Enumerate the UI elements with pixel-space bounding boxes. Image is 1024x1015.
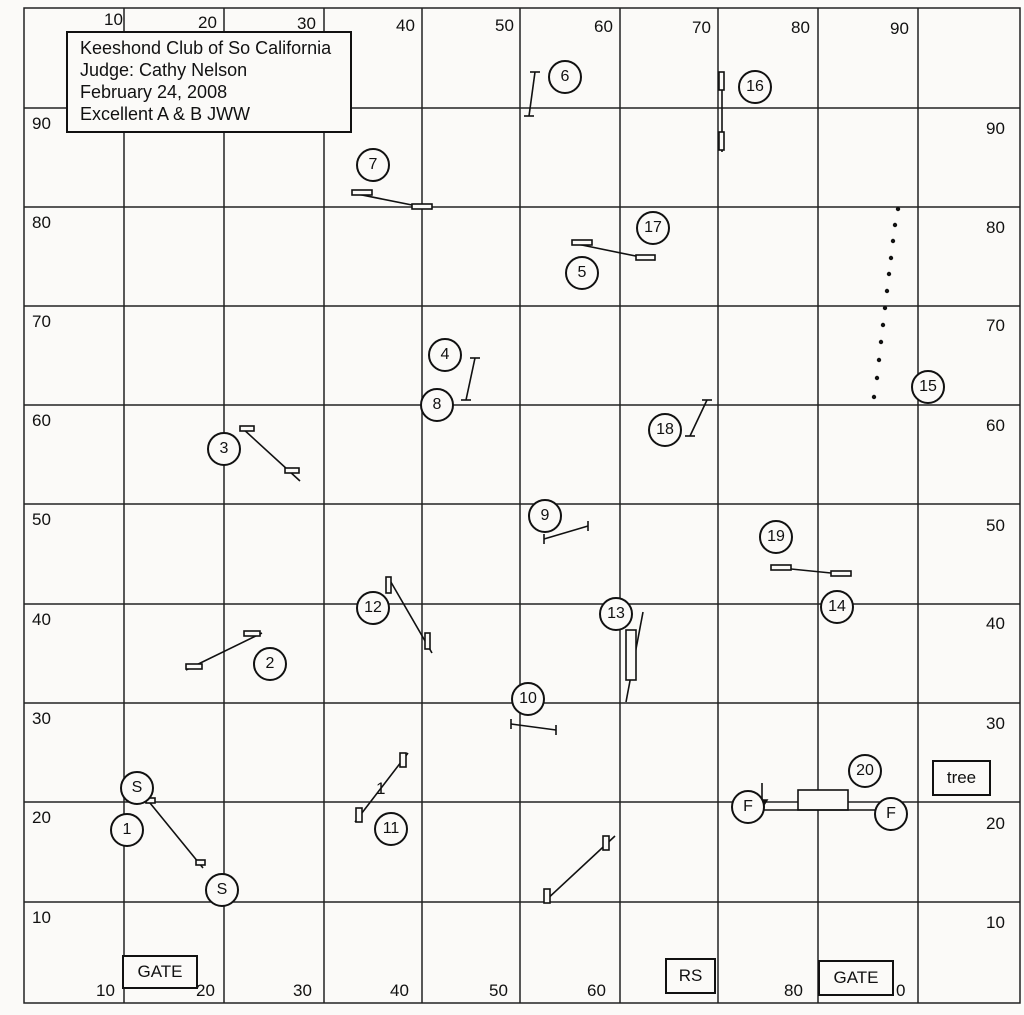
finish-marker-left: F bbox=[731, 790, 765, 824]
left-label-80: 80 bbox=[32, 213, 51, 232]
obstacle-number-20: 20 bbox=[848, 754, 882, 788]
course-info-box: Keeshond Club of So California Judge: Ca… bbox=[66, 31, 352, 133]
right-label-20: 20 bbox=[986, 814, 1005, 833]
bottom-label-30: 30 bbox=[293, 981, 312, 1000]
right-label-30: 30 bbox=[986, 714, 1005, 733]
grid-border bbox=[23, 7, 1021, 1004]
obstacle-number-11: 11 bbox=[374, 812, 408, 846]
left-label-50: 50 bbox=[32, 510, 51, 529]
bar-6 bbox=[524, 71, 540, 117]
bottom-label-80: 80 bbox=[784, 981, 803, 1000]
left-label-90: 90 bbox=[32, 114, 51, 133]
jump-12 bbox=[385, 576, 433, 654]
bottom-label-50: 50 bbox=[489, 981, 508, 1000]
tree-box: tree bbox=[932, 760, 991, 796]
top-label-10: 10 bbox=[104, 10, 123, 29]
right-label-90: 90 bbox=[986, 119, 1005, 138]
jump-5 bbox=[571, 239, 656, 261]
obstacles bbox=[145, 71, 878, 904]
bottom-label-20: 20 bbox=[196, 981, 215, 1000]
bottom-label-0: 0 bbox=[896, 981, 906, 1000]
start-marker-bottom: S bbox=[205, 873, 239, 907]
club-name: Keeshond Club of So California bbox=[80, 38, 332, 58]
top-label-50: 50 bbox=[495, 16, 514, 35]
obstacle-number-17: 17 bbox=[636, 211, 670, 245]
obstacle-number-9: 9 bbox=[528, 499, 562, 533]
top-label-70: 70 bbox=[692, 18, 711, 37]
obstacle-number-14: 14 bbox=[820, 590, 854, 624]
jump-unnumbered bbox=[543, 835, 616, 904]
bar-18 bbox=[685, 399, 712, 437]
obstacle-number-13: 13 bbox=[599, 597, 633, 631]
left-label-40: 40 bbox=[32, 610, 51, 629]
bottom-label-60: 60 bbox=[587, 981, 606, 1000]
left-label-20: 20 bbox=[32, 808, 51, 827]
top-label-90: 90 bbox=[890, 19, 909, 38]
obstacle-number-15: 15 bbox=[911, 370, 945, 404]
top-label-40: 40 bbox=[396, 16, 415, 35]
obstacle-number-8: 8 bbox=[420, 388, 454, 422]
obstacle-number-5: 5 bbox=[565, 256, 599, 290]
jump-16 bbox=[718, 71, 725, 152]
jump-2 bbox=[185, 630, 263, 671]
grid-lines bbox=[23, 7, 1021, 1004]
right-label-80: 80 bbox=[986, 218, 1005, 237]
right-label-40: 40 bbox=[986, 614, 1005, 633]
obstacle-number-4: 4 bbox=[428, 338, 462, 372]
obstacle-number-18: 18 bbox=[648, 413, 682, 447]
bottom-label-40: 40 bbox=[390, 981, 409, 1000]
bar-10 bbox=[510, 719, 557, 735]
top-label-20: 20 bbox=[198, 13, 217, 32]
left-label-30: 30 bbox=[32, 709, 51, 728]
table-20 bbox=[755, 783, 878, 811]
left-label-70: 70 bbox=[32, 312, 51, 331]
jump-14 bbox=[770, 564, 852, 577]
jump-3 bbox=[239, 425, 301, 482]
start-marker-top: S bbox=[120, 771, 154, 805]
obstacle-number-10: 10 bbox=[511, 682, 545, 716]
right-label-10: 10 bbox=[986, 913, 1005, 932]
obstacle-number-3: 3 bbox=[207, 432, 241, 466]
right-label-70: 70 bbox=[986, 316, 1005, 335]
jump-11 bbox=[354, 752, 409, 823]
jump-7 bbox=[351, 189, 433, 210]
obstacle-number-16: 16 bbox=[738, 70, 772, 104]
tire-13 bbox=[625, 611, 644, 703]
top-label-30: 30 bbox=[297, 14, 316, 33]
weave-15 bbox=[871, 206, 901, 400]
trial-date: February 24, 2008 bbox=[80, 82, 228, 102]
finish-marker-right: F bbox=[874, 797, 908, 831]
obstacle-number-2: 2 bbox=[253, 647, 287, 681]
jump-1 bbox=[145, 797, 206, 869]
top-label-80: 80 bbox=[791, 18, 810, 37]
rs-box: RS bbox=[665, 958, 716, 994]
small-label-1: 1 bbox=[376, 779, 386, 798]
left-label-10: 10 bbox=[32, 908, 51, 927]
obstacle-number-1: 1 bbox=[110, 813, 144, 847]
obstacle-number-7: 7 bbox=[356, 148, 390, 182]
right-label-50: 50 bbox=[986, 516, 1005, 535]
obstacle-number-12: 12 bbox=[356, 591, 390, 625]
gate-right-box: GATE bbox=[818, 960, 894, 996]
bar-4 bbox=[461, 357, 480, 401]
bottom-label-10: 10 bbox=[96, 981, 115, 1000]
obstacle-number-6: 6 bbox=[548, 60, 582, 94]
judge-name: Judge: Cathy Nelson bbox=[80, 60, 248, 80]
bar-9 bbox=[543, 521, 589, 544]
top-label-60: 60 bbox=[594, 17, 613, 36]
gate-left-box: GATE bbox=[122, 955, 198, 989]
class-name: Excellent A & B JWW bbox=[80, 104, 251, 124]
right-label-60: 60 bbox=[986, 416, 1005, 435]
obstacle-number-19: 19 bbox=[759, 520, 793, 554]
left-label-60: 60 bbox=[32, 411, 51, 430]
